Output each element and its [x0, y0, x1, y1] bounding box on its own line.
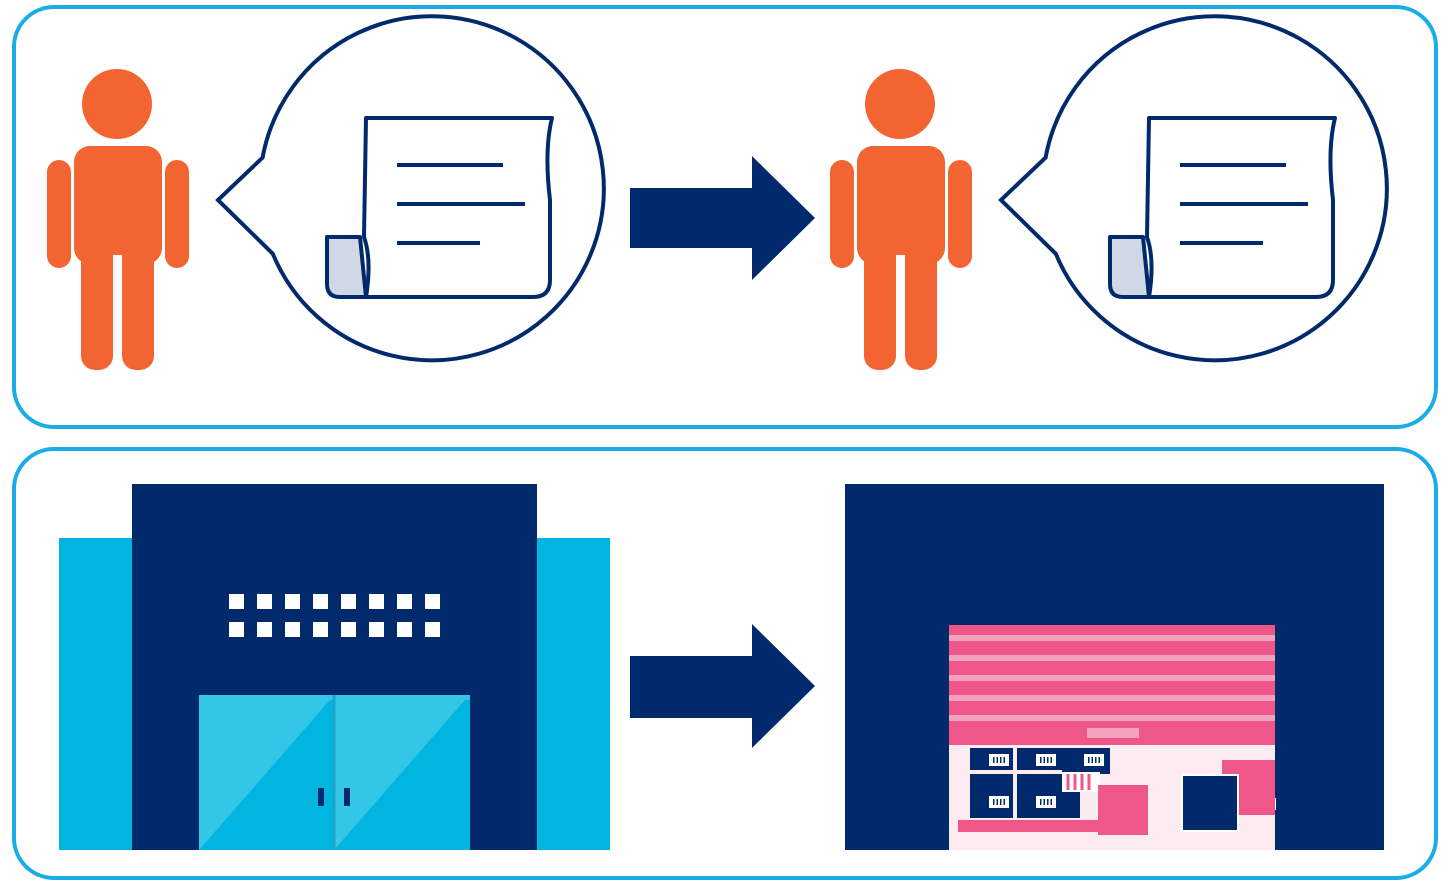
right-arrow-icon — [630, 156, 815, 280]
window — [313, 622, 328, 637]
window — [229, 594, 244, 609]
office-building-icon — [59, 484, 610, 850]
pallet-stack — [1062, 772, 1100, 792]
window — [285, 622, 300, 637]
window — [369, 594, 384, 609]
document-icon — [325, 116, 554, 299]
entrance-doors — [199, 695, 470, 850]
document-speech-bubble-icon — [998, 14, 1389, 363]
warehouse-icon — [845, 484, 1384, 850]
rolling-shutter — [949, 625, 1275, 745]
window — [313, 594, 328, 609]
window — [397, 594, 412, 609]
window — [425, 622, 440, 637]
right-arrow-icon — [630, 624, 815, 748]
window — [397, 622, 412, 637]
person-icon — [830, 69, 972, 370]
window — [257, 622, 272, 637]
window — [257, 594, 272, 609]
window — [425, 594, 440, 609]
barcode-label — [1036, 796, 1056, 808]
barcode-label — [989, 796, 1009, 808]
window — [285, 594, 300, 609]
document-icon — [1108, 116, 1337, 299]
warehouse-interior — [949, 745, 1276, 850]
barcode-label — [1084, 754, 1104, 766]
person-icon — [47, 69, 189, 370]
window — [369, 622, 384, 637]
document-speech-bubble-icon — [215, 14, 606, 363]
window — [229, 622, 244, 637]
barcode-label — [989, 754, 1009, 766]
barcode-label — [1036, 754, 1056, 766]
window — [341, 594, 356, 609]
building-windows — [229, 594, 440, 637]
window — [341, 622, 356, 637]
